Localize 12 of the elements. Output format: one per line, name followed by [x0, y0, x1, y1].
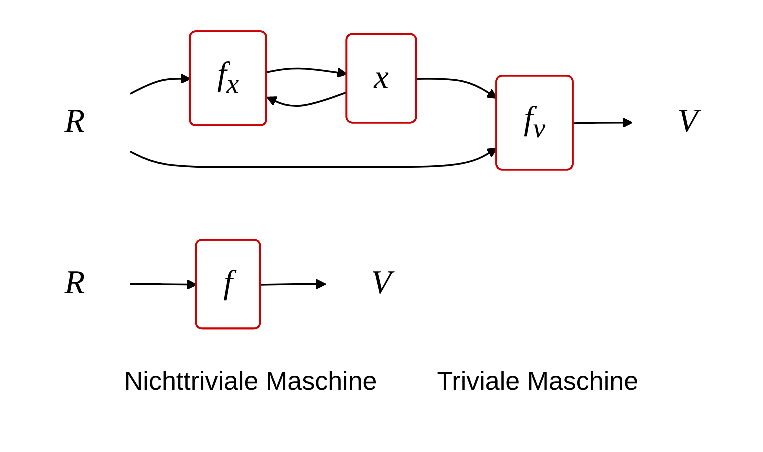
- arrow: [130, 148, 498, 168]
- diagram-caption: Nichttriviale Maschine: [124, 366, 378, 397]
- node-text: R: [64, 103, 86, 140]
- arrow: [130, 74, 192, 95]
- node-text: R: [64, 264, 86, 302]
- arrow: [266, 91, 348, 107]
- arrow: [260, 279, 326, 290]
- diagram-caption: Triviale Maschine: [437, 366, 639, 397]
- arrow: [130, 279, 198, 290]
- arrow: [574, 118, 633, 128]
- arrow: [266, 68, 348, 78]
- arrow: [416, 78, 498, 99]
